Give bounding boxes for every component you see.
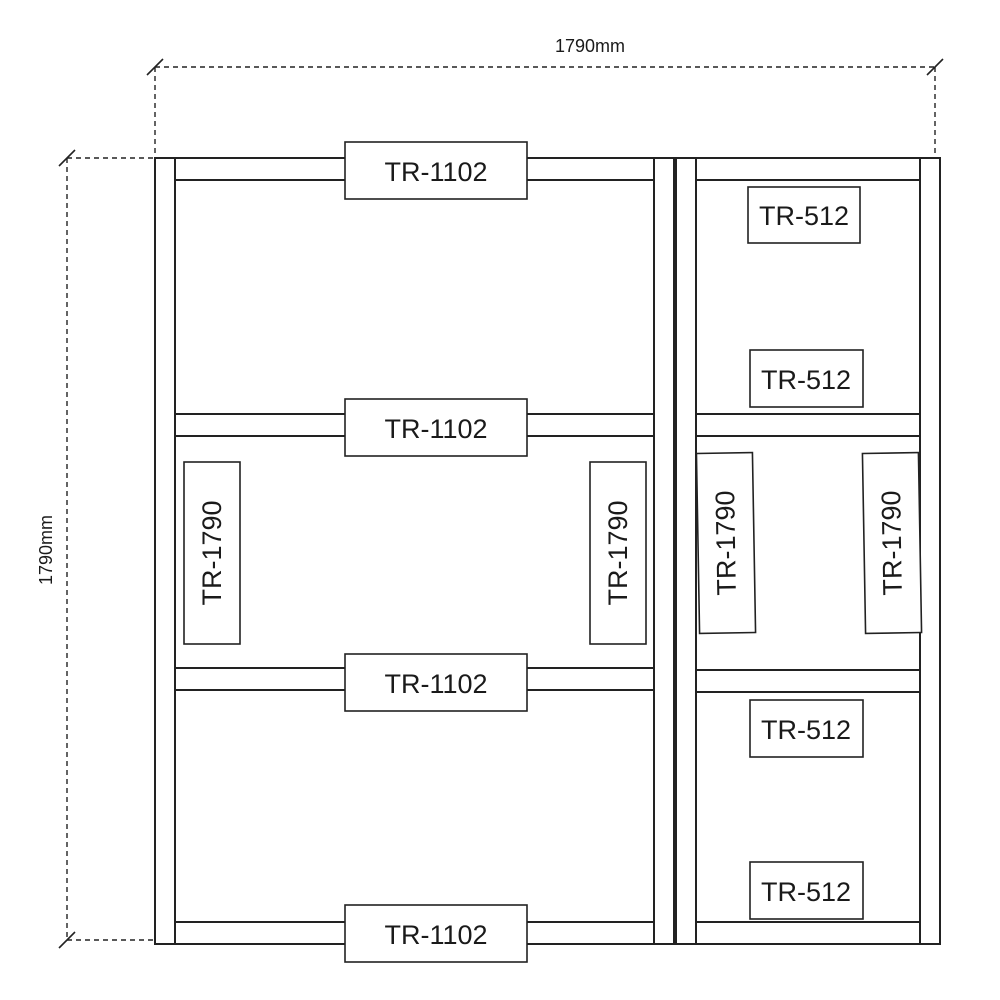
right-bay-rail-3 [695,669,921,693]
label-tr1102-3: TR-1102 [344,653,528,712]
width-dimension-label: 1790mm [555,36,625,56]
svg-text:TR-1790: TR-1790 [876,490,908,596]
label-tr1790-right-1: TR-1790 [695,451,757,635]
label-tr1102-1: TR-1102 [344,141,528,200]
height-dimension: 1790mm [36,149,155,949]
svg-text:TR-1102: TR-1102 [384,157,487,187]
svg-text:TR-1790: TR-1790 [603,500,633,605]
svg-text:TR-512: TR-512 [759,201,849,231]
right-bay-rail-2 [695,413,921,437]
svg-text:TR-1790: TR-1790 [197,500,227,605]
svg-text:TR-512: TR-512 [761,365,851,395]
right-bay-rail-1 [695,157,921,181]
height-dimension-label: 1790mm [36,515,56,585]
right-bay-right-post [919,157,941,945]
label-tr1102-2: TR-1102 [344,398,528,457]
label-tr512-3: TR-512 [749,699,864,758]
svg-text:TR-512: TR-512 [761,715,851,745]
label-tr1790-right-2: TR-1790 [861,451,923,635]
left-bay-right-post [653,157,675,945]
label-tr1102-4: TR-1102 [344,904,528,963]
svg-text:TR-1102: TR-1102 [384,669,487,699]
svg-text:TR-512: TR-512 [761,877,851,907]
width-dimension: 1790mm [146,36,944,158]
label-tr512-2: TR-512 [749,349,864,408]
svg-text:TR-1790: TR-1790 [710,490,742,596]
right-bay-rail-4 [695,921,921,945]
label-tr1790-left-1: TR-1790 [183,461,241,645]
svg-text:TR-1102: TR-1102 [384,414,487,444]
svg-text:TR-1102: TR-1102 [384,920,487,950]
right-bay-left-post [675,157,697,945]
left-bay-left-post [154,157,176,945]
label-tr512-4: TR-512 [749,861,864,920]
label-tr1790-left-2: TR-1790 [589,461,647,645]
label-tr512-1: TR-512 [747,186,861,244]
